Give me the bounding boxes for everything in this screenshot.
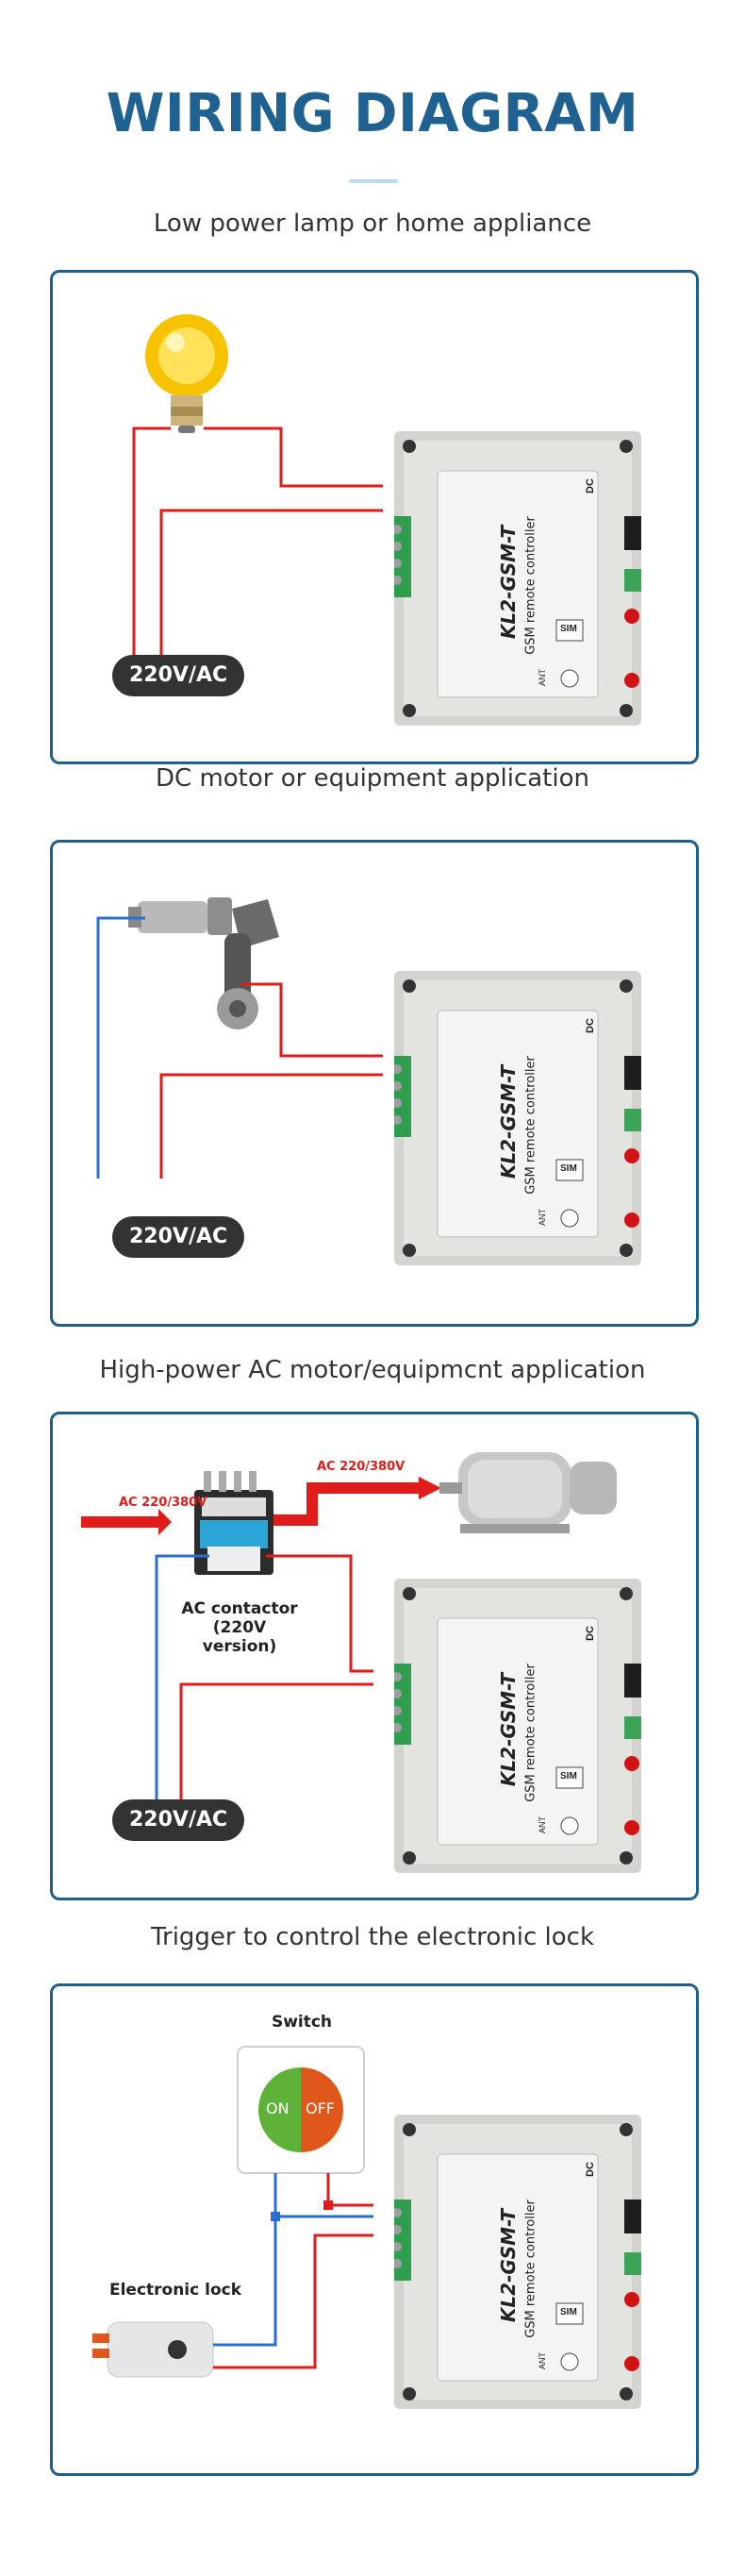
- gsm-controller: KL2-GSM-T GSM remote controller SIM DC A…: [394, 431, 641, 726]
- title-underline: [349, 179, 398, 183]
- dc-motor-icon: [128, 897, 279, 1029]
- controller-subtitle-label: GSM remote controller: [523, 1664, 538, 1802]
- dc-label: DC: [584, 1018, 596, 1033]
- sim-label: SIM: [560, 1771, 577, 1781]
- dc-label: DC: [584, 478, 596, 493]
- switch-icon: [237, 2046, 365, 2174]
- section-3-panel: AC 220/380V AC 220/380V AC contactor (22…: [50, 1412, 699, 1900]
- controller-graphic: [394, 2115, 641, 2409]
- section-2-panel: 220V/AC KL2-GSM-T GSM remote controller …: [50, 840, 699, 1327]
- lock-label: Electronic lock: [108, 2281, 242, 2300]
- sim-label: SIM: [560, 2307, 577, 2317]
- sim-label: SIM: [560, 624, 577, 634]
- sim-label: SIM: [560, 1163, 577, 1174]
- section-2-subtitle: DC motor or equipment application: [156, 764, 589, 793]
- section-4-panel: Switch ON OFF Electronic lock KL2-GSM-T …: [50, 1983, 699, 2476]
- gsm-controller: KL2-GSM-T GSM remote controller SIM DC A…: [394, 2115, 641, 2409]
- switch-label: Switch: [271, 2013, 333, 2032]
- ant-label: ANT: [538, 1209, 547, 1226]
- dc-label: DC: [584, 1626, 596, 1641]
- controller-graphic: [394, 971, 641, 1265]
- ant-label: ANT: [538, 2352, 547, 2369]
- switch-on-label: ON: [266, 2099, 290, 2117]
- section-2-wiring: [96, 897, 383, 1179]
- section-1-wiring: [132, 314, 383, 660]
- section-3-subtitle: High-power AC motor/equipmcnt applicatio…: [99, 1356, 646, 1384]
- ant-label: ANT: [538, 1816, 547, 1833]
- controller-subtitle-label: GSM remote controller: [523, 516, 538, 655]
- electronic-lock-icon: [92, 2321, 214, 2378]
- voltage-badge: 220V/AC: [112, 1216, 245, 1258]
- output-voltage-label: AC 220/380V: [317, 1460, 406, 1474]
- light-bulb-icon: [145, 314, 228, 433]
- section-4-subtitle: Trigger to control the electronic lock: [150, 1923, 595, 1951]
- section-1-subtitle: Low power lamp or home appliance: [153, 209, 592, 238]
- contactor-label: AC contactor (220V version): [181, 1599, 298, 1656]
- switch-off-label: OFF: [306, 2099, 335, 2117]
- controller-subtitle-label: GSM remote controller: [523, 1056, 538, 1195]
- page-title: WIRING DIAGRAM: [106, 83, 639, 144]
- gsm-controller: KL2-GSM-T GSM remote controller SIM DC A…: [394, 971, 641, 1265]
- controller-subtitle-label: GSM remote controller: [523, 2200, 538, 2338]
- voltage-badge: 220V/AC: [112, 1799, 245, 1841]
- gsm-controller: KL2-GSM-T GSM remote controller SIM DC A…: [394, 1579, 641, 1873]
- ac-contactor-icon: [194, 1471, 273, 1575]
- input-voltage-label: AC 220/380V: [119, 1496, 207, 1510]
- section-4-wiring: [92, 2046, 373, 2378]
- section-3-wiring: [81, 1452, 617, 1801]
- ac-motor-icon: [439, 1452, 617, 1533]
- section-1-panel: 220V/AC KL2-GSM-T GSM remote controller …: [50, 270, 699, 764]
- ant-label: ANT: [538, 669, 547, 686]
- dc-label: DC: [584, 2162, 596, 2177]
- controller-graphic: [394, 1579, 641, 1873]
- voltage-badge: 220V/AC: [112, 655, 245, 696]
- controller-graphic: [394, 431, 641, 726]
